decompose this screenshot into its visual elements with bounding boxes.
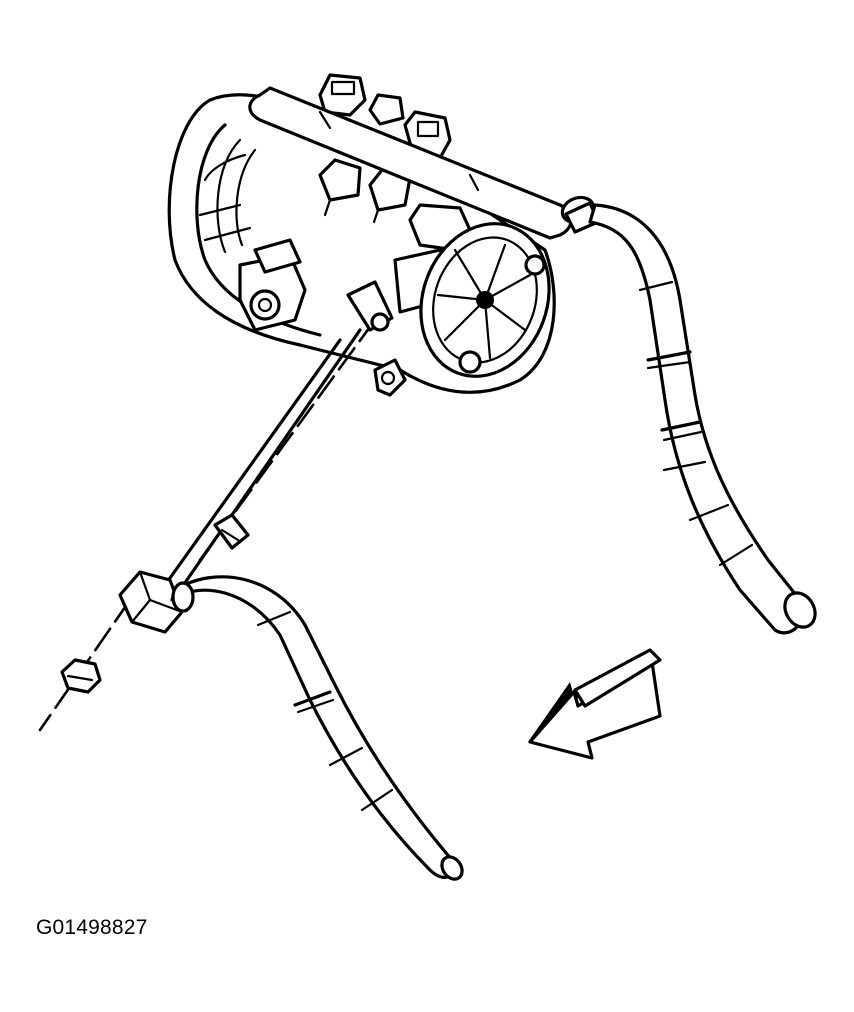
figure-id-label: G01498827 xyxy=(36,916,148,939)
mounting-nut xyxy=(60,658,102,694)
motor-end-cap xyxy=(419,222,551,378)
right-hose xyxy=(588,203,817,635)
lower-hose xyxy=(170,575,464,881)
upper-clip xyxy=(346,280,394,332)
pump-housing-assembly xyxy=(167,73,600,397)
hose-fitting-icon xyxy=(560,195,600,234)
shaft-clip xyxy=(213,513,250,550)
electrical-connectors xyxy=(318,73,452,224)
front-view-arrow-icon xyxy=(528,648,662,760)
lower-bracket xyxy=(118,570,184,634)
